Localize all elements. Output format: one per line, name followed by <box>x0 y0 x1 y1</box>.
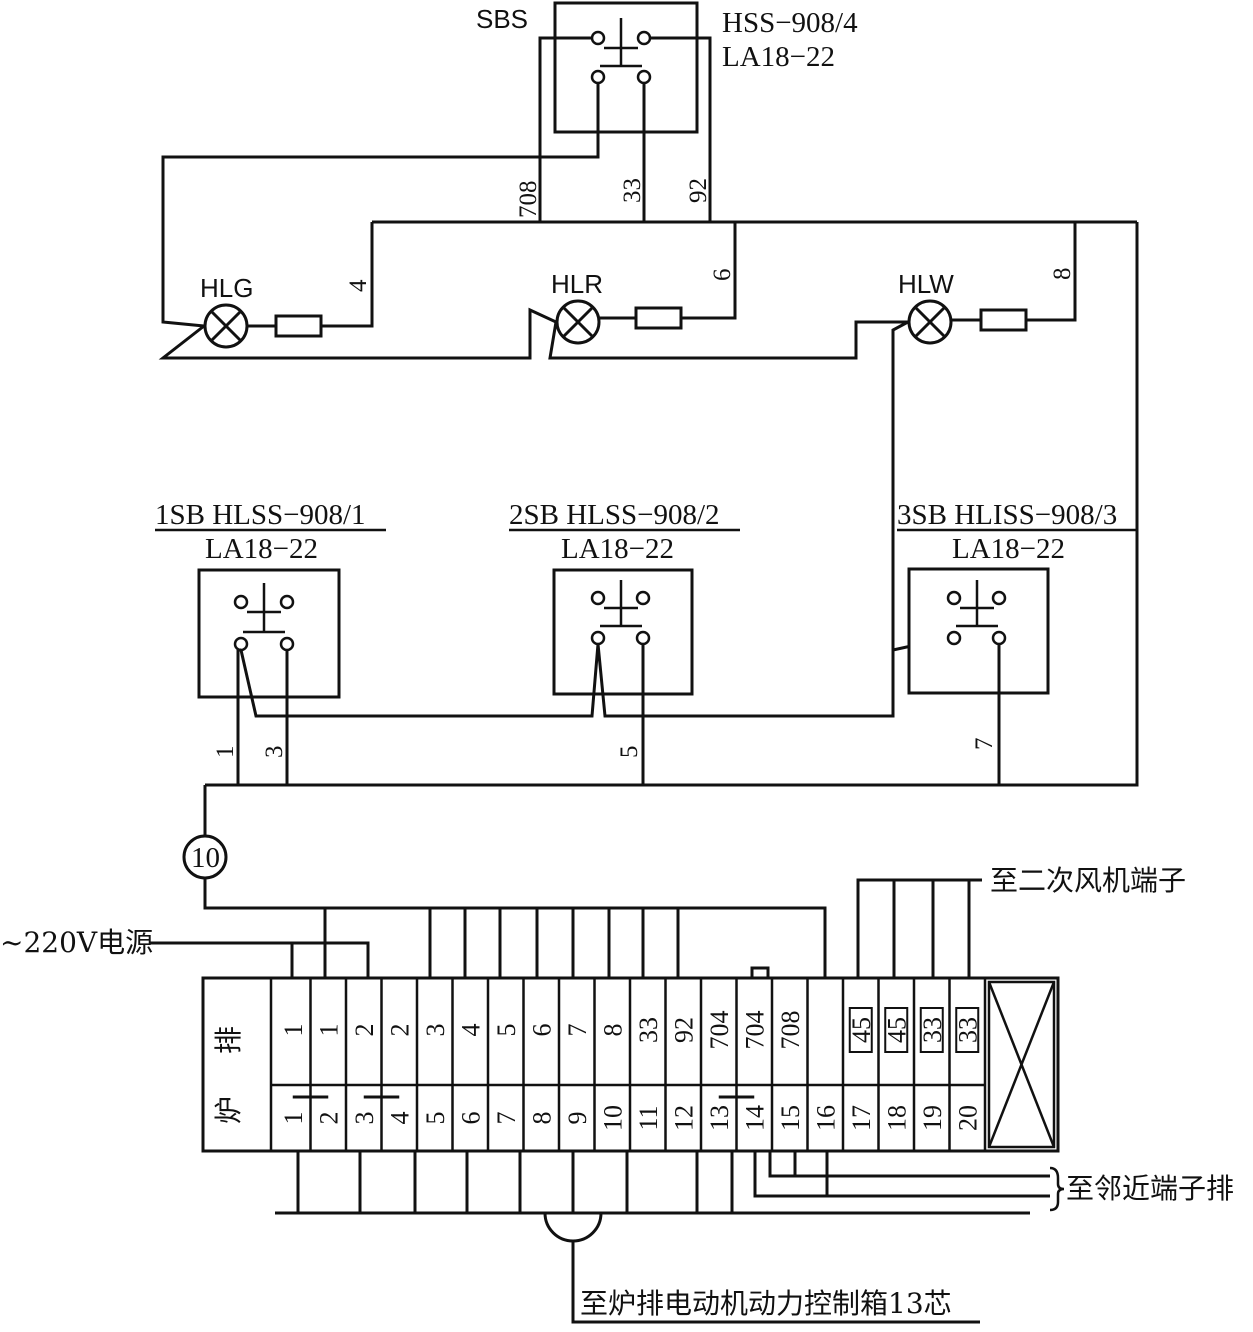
switch-2sb <box>552 568 694 696</box>
terminal-top-label: 1 <box>314 1024 343 1037</box>
wire-708: 708 <box>515 181 542 219</box>
terminal-number: 10 <box>598 1105 627 1131</box>
switch-sbs <box>161 1 712 328</box>
resistor-hlr <box>634 306 683 330</box>
power-label: ~220V电源 <box>0 926 153 959</box>
terminal-top-tag-box <box>848 1007 873 1053</box>
terminal-number: 8 <box>527 1112 556 1125</box>
terminal-number: 13 <box>705 1105 734 1131</box>
lamp-hlr-label: HLR <box>551 269 603 299</box>
terminal-top-label: 1 <box>279 1024 308 1037</box>
sbs-model: HSS−908/4 <box>722 7 858 39</box>
terminal-number: 7 <box>492 1112 521 1125</box>
switch-1sb <box>197 568 341 699</box>
terminal-number: 18 <box>882 1105 911 1131</box>
switch-1sb-label-group: 1SB HLSS−908/1 LA18−22 <box>155 499 386 565</box>
adjacent-brace <box>1049 1166 1065 1212</box>
wire-6: 6 <box>709 269 736 282</box>
terminal-top-label: 33 <box>634 1017 663 1043</box>
switch-3sb-label: 3SB HLISS−908/3 <box>897 499 1117 531</box>
terminal-top-label: 2 <box>385 1024 414 1037</box>
terminal-top-label: 5 <box>492 1024 521 1037</box>
terminal-top-label: 7 <box>563 1024 592 1037</box>
terminal-block: 排 炉 111223243546576879810331192127041370… <box>201 976 1060 1153</box>
cable-drops <box>323 908 680 978</box>
terminal-top-tag-box <box>955 1007 980 1053</box>
sbs-type: LA18−22 <box>722 41 835 73</box>
terminal-number: 17 <box>847 1105 876 1131</box>
terminal-number: 3 <box>350 1112 379 1125</box>
terminal-number: 5 <box>421 1112 450 1125</box>
to-adjacent-label: 至邻近端子排 <box>1066 1172 1234 1205</box>
terminal-end-cap <box>987 980 1056 1149</box>
terminal-number: 1 <box>279 1112 308 1125</box>
terminal-top-label: 2 <box>350 1024 379 1037</box>
terminal-top-label: 3 <box>421 1024 450 1037</box>
terminal-top-label: 33 <box>953 1017 982 1043</box>
wire-92: 92 <box>685 178 712 203</box>
terminal-top-tag-box <box>884 1007 909 1053</box>
terminal-top-label: 45 <box>882 1017 911 1043</box>
terminal-number: 14 <box>740 1105 769 1131</box>
switch-1sb-type: LA18−22 <box>205 533 318 565</box>
terminal-top-label: 6 <box>527 1024 556 1037</box>
wire-1: 1 <box>212 746 239 759</box>
lamp-hlw-label: HLW <box>898 269 954 299</box>
switch-3sb-label-group: 3SB HLISS−908/3 LA18−22 <box>897 499 1137 565</box>
terminal-top-label: 704 <box>740 1011 769 1050</box>
switch-2sb-label-group: 2SB HLSS−908/2 LA18−22 <box>509 499 740 565</box>
switch-3sb-type: LA18−22 <box>952 533 1065 565</box>
lamp-hlw <box>907 299 953 345</box>
terminal-block-name-0: 炉 <box>212 1096 245 1124</box>
terminal-number: 2 <box>314 1112 343 1125</box>
cable-tag-label: 10 <box>191 842 220 874</box>
lamp-hlg-label: HLG <box>200 273 253 303</box>
lamp-hlg <box>203 303 249 349</box>
terminal-top-label: 92 <box>669 1017 698 1043</box>
lamp-hlr <box>555 299 601 345</box>
terminal-number: 6 <box>456 1112 485 1125</box>
terminal-number: 9 <box>563 1112 592 1125</box>
wire-3: 3 <box>261 746 288 759</box>
wire-4: 4 <box>345 279 372 292</box>
terminal-number: 15 <box>776 1105 805 1131</box>
resistor-hlg <box>274 314 323 338</box>
terminal-top-label: 708 <box>776 1011 805 1050</box>
bottom-drops <box>296 1151 734 1213</box>
terminal-number: 11 <box>634 1105 663 1130</box>
wire-8: 8 <box>1049 268 1076 281</box>
to-grate-motor-label: 至炉排电动机动力控制箱13芯 <box>580 1287 952 1320</box>
terminal-top-label: 8 <box>598 1024 627 1037</box>
switch-2sb-label: 2SB HLSS−908/2 <box>509 499 720 531</box>
switch-sbs-box <box>553 1 699 134</box>
terminal-number: 4 <box>385 1112 414 1125</box>
terminal-number: 20 <box>953 1105 982 1131</box>
to-secondary-fan-label: 至二次风机端子 <box>990 864 1186 897</box>
switch-1sb-label: 1SB HLSS−908/1 <box>155 499 366 531</box>
wire-33: 33 <box>619 178 646 203</box>
wire-5: 5 <box>616 746 643 759</box>
terminal-number: 16 <box>811 1105 840 1131</box>
terminal-top-label: 45 <box>847 1017 876 1043</box>
terminal-top-label: 4 <box>456 1024 485 1037</box>
switch-2sb-type: LA18−22 <box>561 533 674 565</box>
terminal-top-tag-box <box>919 1007 944 1053</box>
terminal-top-label: 704 <box>705 1011 734 1050</box>
cable-bundle-arc <box>543 1212 603 1243</box>
terminal-number: 19 <box>918 1105 947 1131</box>
wire-7: 7 <box>971 738 998 751</box>
terminal-top-label: 33 <box>918 1017 947 1043</box>
terminal-block-name-1: 排 <box>212 1026 245 1054</box>
switch-3sb <box>907 567 1050 695</box>
terminal-number: 12 <box>669 1105 698 1131</box>
resistor-hlw <box>979 308 1028 332</box>
sbs-name: SBS <box>476 4 528 34</box>
